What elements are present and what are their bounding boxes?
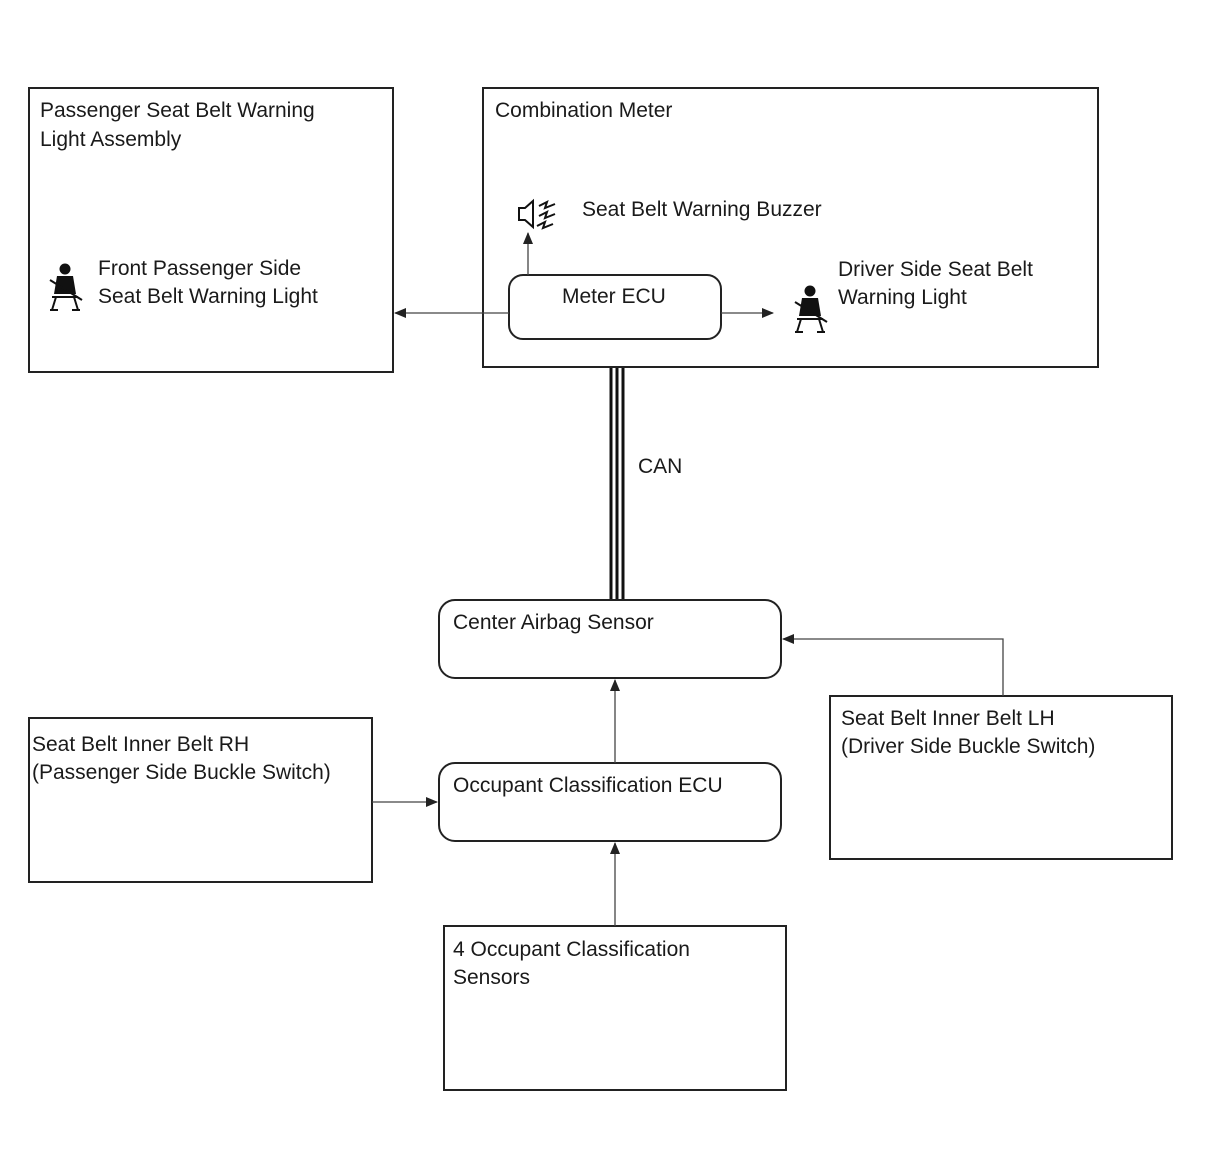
lh-belt-to-airbag-arrow bbox=[782, 634, 1004, 696]
inner-belt-rh-line1: Seat Belt Inner Belt RH bbox=[32, 733, 249, 756]
inner-belt-lh-line1: Seat Belt Inner Belt LH bbox=[841, 707, 1055, 730]
can-label: CAN bbox=[638, 455, 682, 478]
driver-light-label-line1: Driver Side Seat Belt bbox=[838, 258, 1033, 281]
can-bus: CAN bbox=[609, 368, 682, 600]
occupant-classification-ecu-box: Occupant Classification ECU bbox=[438, 762, 782, 842]
inner-belt-lh-box: Seat Belt Inner Belt LH (Driver Side Buc… bbox=[829, 695, 1173, 860]
buzzer-speaker-icon bbox=[518, 198, 556, 230]
front-passenger-light-label-line2: Seat Belt Warning Light bbox=[98, 285, 318, 308]
seatbelt-warning-icon bbox=[49, 263, 83, 311]
occupant-classification-sensors-box: 4 Occupant Classification Sensors bbox=[443, 925, 787, 1091]
front-passenger-light-label-line1: Front Passenger Side bbox=[98, 257, 301, 280]
seatbelt-warning-icon bbox=[794, 285, 828, 333]
center-airbag-sensor-box: Center Airbag Sensor bbox=[438, 599, 782, 679]
occupant-sensors-line2: Sensors bbox=[453, 966, 530, 989]
inner-belt-rh-box: Seat Belt Inner Belt RH (Passenger Side … bbox=[28, 717, 373, 883]
passenger-assembly-title-line2: Light Assembly bbox=[40, 128, 182, 151]
meter-ecu-label: Meter ECU bbox=[562, 285, 666, 308]
inner-belt-rh-line2: (Passenger Side Buckle Switch) bbox=[32, 761, 331, 784]
driver-light-label-line2: Warning Light bbox=[838, 286, 967, 309]
occupant-ecu-label: Occupant Classification ECU bbox=[453, 774, 723, 797]
center-airbag-label: Center Airbag Sensor bbox=[453, 611, 654, 634]
occupant-sensors-line1: 4 Occupant Classification bbox=[453, 938, 690, 961]
passenger-assembly-title-line1: Passenger Seat Belt Warning bbox=[40, 99, 315, 122]
meter-ecu-box: Meter ECU bbox=[508, 274, 722, 340]
inner-belt-lh-line2: (Driver Side Buckle Switch) bbox=[841, 735, 1095, 758]
combination-meter-box: Combination Meter Seat Belt Warning Buzz… bbox=[482, 87, 1099, 368]
combination-meter-title: Combination Meter bbox=[495, 99, 672, 122]
buzzer-label: Seat Belt Warning Buzzer bbox=[582, 198, 822, 221]
passenger-seat-belt-warning-light-assembly-box: Passenger Seat Belt Warning Light Assemb… bbox=[28, 87, 394, 373]
